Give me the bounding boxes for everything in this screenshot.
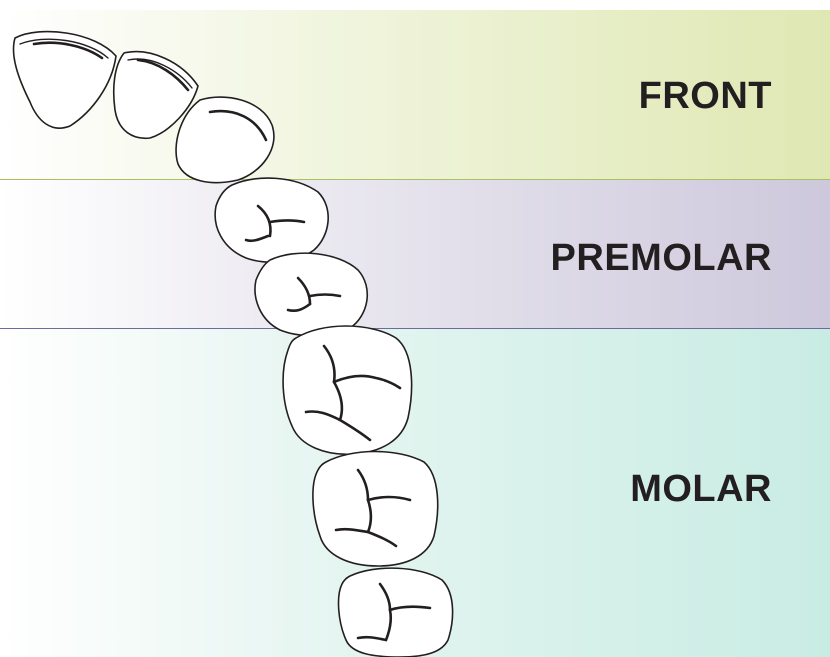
second-molar-tooth (313, 452, 438, 567)
first-molar-tooth (283, 326, 412, 454)
central-incisor-tooth (13, 32, 116, 129)
third-molar-tooth (339, 568, 453, 657)
second-premolar-tooth (255, 253, 367, 336)
canine-tooth (176, 97, 274, 183)
first-premolar-tooth (215, 178, 328, 262)
